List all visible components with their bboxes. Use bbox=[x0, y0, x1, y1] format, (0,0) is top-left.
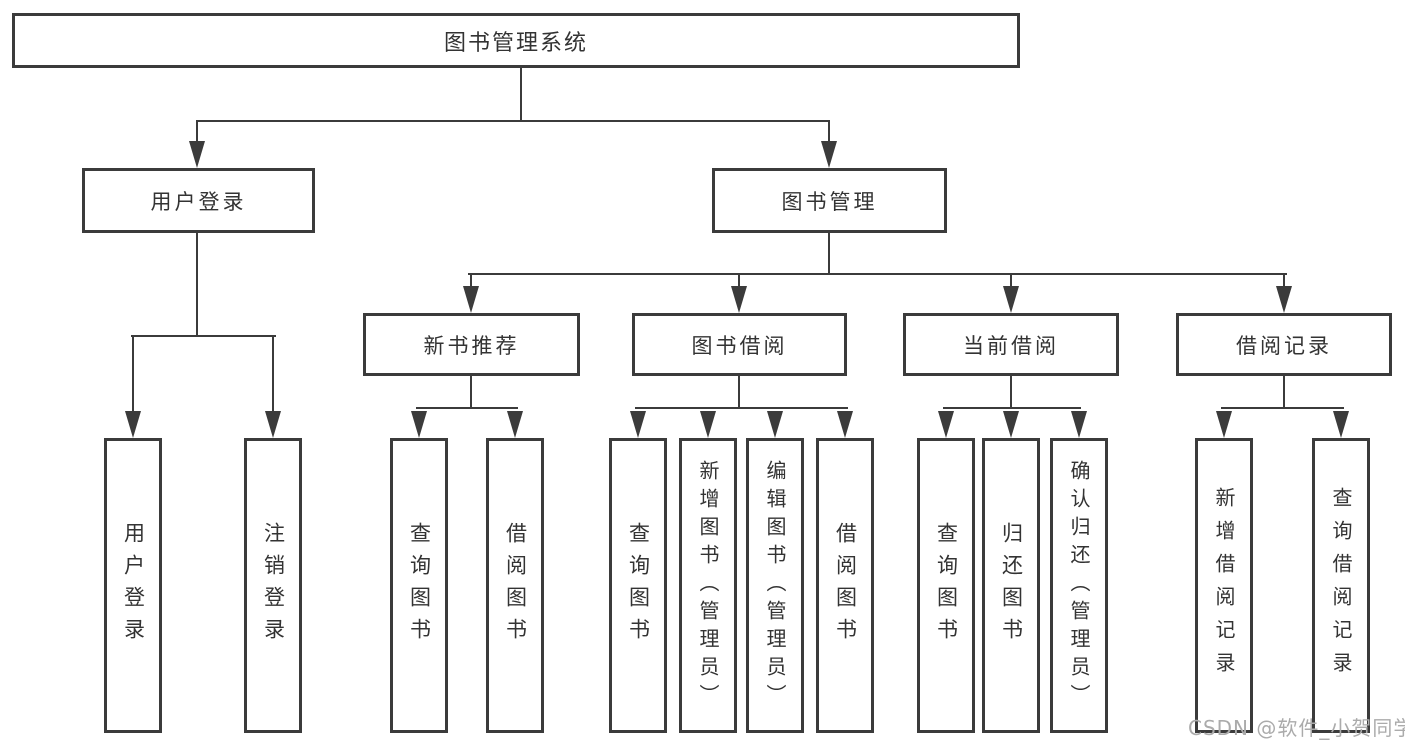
arrowhead-user-login bbox=[189, 141, 205, 168]
connector-new-book-split bbox=[416, 407, 518, 409]
connector-borrow-record-split bbox=[1221, 407, 1344, 409]
arrowhead-new-book bbox=[463, 286, 479, 313]
node-library-system: 图书管理系统 bbox=[12, 13, 1020, 68]
node-book-mgmt-label: 图书管理 bbox=[781, 189, 878, 214]
connector-user-login-trunk bbox=[196, 233, 198, 337]
leaf-cb-query-books-label: 查询图书 bbox=[934, 521, 959, 650]
leaf-bb-borrow-books-label: 借阅图书 bbox=[833, 521, 858, 650]
leaf-user-login-label: 用户登录 bbox=[121, 521, 146, 650]
arrowhead-leaf-nb-query bbox=[411, 411, 427, 438]
connector-level2-split bbox=[196, 120, 830, 122]
connector-book-borrow-trunk bbox=[738, 376, 740, 409]
arrowhead-leaf-bb-query bbox=[630, 411, 646, 438]
connector-root-trunk bbox=[520, 68, 522, 122]
leaf-br-query-record: 查询借阅记录 bbox=[1312, 438, 1370, 733]
connector-drop-user-login bbox=[196, 120, 198, 146]
node-book-mgmt: 图书管理 bbox=[712, 168, 947, 233]
leaf-br-add-record-label: 新增借阅记录 bbox=[1212, 486, 1236, 685]
arrowhead-leaf-logout bbox=[265, 411, 281, 438]
connector-drop-book-mgmt bbox=[828, 120, 830, 146]
leaf-bb-query-books-label: 查询图书 bbox=[626, 521, 651, 650]
leaf-cb-query-books: 查询图书 bbox=[917, 438, 975, 733]
connector-drop-new-book bbox=[470, 273, 472, 289]
leaf-cb-return-books-label: 归还图书 bbox=[999, 521, 1024, 650]
arrowhead-book-borrow bbox=[731, 286, 747, 313]
arrowhead-leaf-cb-return bbox=[1003, 411, 1019, 438]
leaf-bb-edit-books-admin-label: 编辑图书（管理员） bbox=[763, 459, 787, 712]
node-current-borrow-label: 当前借阅 bbox=[963, 333, 1059, 358]
csdn-watermark: CSDN @软件_小贺同学 bbox=[1188, 716, 1405, 740]
node-new-book-recommend-label: 新书推荐 bbox=[423, 333, 520, 358]
connector-drop-book-borrow bbox=[738, 273, 740, 289]
node-current-borrow: 当前借阅 bbox=[903, 313, 1119, 376]
connector-current-borrow-split bbox=[943, 407, 1081, 409]
arrowhead-leaf-br-query bbox=[1333, 411, 1349, 438]
leaf-nb-query-books: 查询图书 bbox=[390, 438, 448, 733]
arrowhead-book-mgmt bbox=[821, 141, 837, 168]
connector-drop-current-borrow bbox=[1010, 273, 1012, 289]
leaf-nb-borrow-books-label: 借阅图书 bbox=[503, 521, 528, 650]
connector-drop-borrow-record bbox=[1283, 273, 1285, 289]
connector-borrow-record-trunk bbox=[1283, 376, 1285, 409]
leaf-logout: 注销登录 bbox=[244, 438, 302, 733]
leaf-cb-return-books: 归还图书 bbox=[982, 438, 1040, 733]
connector-new-book-trunk bbox=[470, 376, 472, 409]
node-borrow-record: 借阅记录 bbox=[1176, 313, 1392, 376]
node-book-borrow: 图书借阅 bbox=[632, 313, 847, 376]
connector-current-borrow-trunk bbox=[1010, 376, 1012, 409]
arrowhead-leaf-bb-edit bbox=[767, 411, 783, 438]
connector-drop-leaf-user-login bbox=[132, 335, 134, 413]
connector-drop-leaf-logout bbox=[272, 335, 274, 413]
arrowhead-current-borrow bbox=[1003, 286, 1019, 313]
leaf-logout-label: 注销登录 bbox=[261, 521, 286, 650]
connector-book-mgmt-trunk bbox=[828, 233, 830, 275]
leaf-bb-query-books: 查询图书 bbox=[609, 438, 667, 733]
leaf-user-login: 用户登录 bbox=[104, 438, 162, 733]
connector-user-login-split bbox=[131, 335, 276, 337]
leaf-cb-confirm-return-admin: 确认归还（管理员） bbox=[1050, 438, 1108, 733]
leaf-bb-borrow-books: 借阅图书 bbox=[816, 438, 874, 733]
leaf-nb-query-books-label: 查询图书 bbox=[407, 521, 432, 650]
connector-level3-split bbox=[468, 273, 1287, 275]
node-book-borrow-label: 图书借阅 bbox=[691, 333, 788, 358]
arrowhead-leaf-br-add bbox=[1216, 411, 1232, 438]
arrowhead-leaf-cb-query bbox=[938, 411, 954, 438]
leaf-br-add-record: 新增借阅记录 bbox=[1195, 438, 1253, 733]
leaf-bb-edit-books-admin: 编辑图书（管理员） bbox=[746, 438, 804, 733]
arrowhead-leaf-bb-borrow bbox=[837, 411, 853, 438]
arrowhead-leaf-cb-confirm bbox=[1071, 411, 1087, 438]
node-user-login: 用户登录 bbox=[82, 168, 315, 233]
node-user-login-label: 用户登录 bbox=[150, 189, 247, 214]
arrowhead-leaf-user-login bbox=[125, 411, 141, 438]
connector-book-borrow-split bbox=[635, 407, 848, 409]
leaf-nb-borrow-books: 借阅图书 bbox=[486, 438, 544, 733]
leaf-bb-add-books-admin: 新增图书（管理员） bbox=[679, 438, 737, 733]
arrowhead-borrow-record bbox=[1276, 286, 1292, 313]
node-borrow-record-label: 借阅记录 bbox=[1236, 333, 1332, 358]
node-new-book-recommend: 新书推荐 bbox=[363, 313, 580, 376]
arrowhead-leaf-bb-add bbox=[700, 411, 716, 438]
leaf-cb-confirm-return-admin-label: 确认归还（管理员） bbox=[1067, 459, 1091, 712]
leaf-br-query-record-label: 查询借阅记录 bbox=[1329, 486, 1353, 685]
arrowhead-leaf-nb-borrow bbox=[507, 411, 523, 438]
node-library-system-label: 图书管理系统 bbox=[443, 30, 588, 56]
leaf-bb-add-books-admin-label: 新增图书（管理员） bbox=[696, 459, 720, 712]
